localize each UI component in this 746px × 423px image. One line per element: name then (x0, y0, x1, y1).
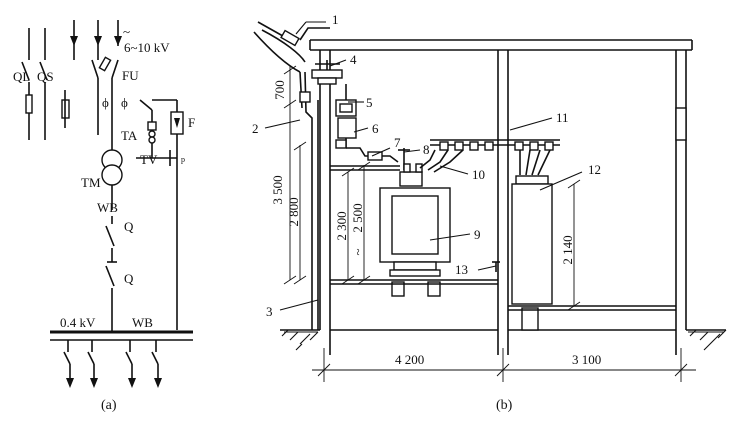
lv-busbar-10-11 (419, 139, 560, 176)
hv-connection-7-8 (330, 147, 410, 171)
dim-4200: 4 200 (395, 352, 424, 367)
callout-1: 1 (332, 12, 339, 27)
callout-3: 3 (266, 304, 273, 319)
dim-tilde: ~ (350, 248, 365, 255)
vertical-dimensions (283, 65, 581, 311)
substation-section: 1 2 3 4 5 6 7 8 9 10 11 12 13 (252, 12, 727, 413)
label-ql: QL (13, 69, 30, 84)
callout-11: 11 (556, 110, 569, 125)
fuse-6 (335, 117, 357, 149)
horizontal-dimensions (312, 348, 696, 382)
phi-symbol-1: ϕ (102, 95, 109, 110)
callout-leaders (264, 21, 583, 311)
disconnector-5 (335, 84, 357, 117)
label-tm: TM (81, 175, 101, 190)
dim-2140: 2 140 (560, 235, 575, 264)
label-ta: TA (121, 128, 138, 143)
outgoing-feeders (63, 340, 162, 388)
roof (309, 39, 693, 51)
lv-switchgear-12 (508, 175, 676, 331)
left-wall (317, 50, 331, 355)
cable-downlead-2 (299, 71, 313, 330)
ground (280, 329, 727, 351)
callout-9: 9 (474, 227, 481, 242)
label-q1: Q (124, 219, 134, 234)
callout-10: 10 (472, 167, 485, 182)
voltage-label-hv: 6~10 kV (124, 40, 170, 55)
surge-arrester-f (152, 99, 184, 330)
callout-4: 4 (350, 52, 357, 67)
fuse-fu (91, 56, 119, 135)
callout-5: 5 (366, 95, 373, 110)
label-q2: Q (124, 271, 134, 286)
label-qs: QS (37, 69, 54, 84)
phi-symbol-2: ϕ (121, 95, 128, 110)
breaker-q1 (105, 216, 115, 262)
incoming-feeders (28, 20, 122, 60)
dim-2800: 2 800 (286, 197, 301, 226)
breaker-q2 (105, 261, 117, 332)
tilde-mark: ~ (123, 24, 130, 39)
callout-13: 13 (455, 262, 468, 277)
single-line-diagram: ~ 6~10 kV QL QS FU ϕ ϕ (13, 20, 195, 413)
label-lv-voltage: 0.4 kV (60, 315, 96, 330)
dim-2300: 2 300 (334, 211, 349, 240)
item-13 (492, 261, 500, 272)
callout-8: 8 (423, 142, 430, 157)
label-fu: FU (122, 68, 139, 83)
label-tv: TV (140, 152, 158, 167)
isolator-qs (39, 61, 70, 140)
lv-busbar (50, 330, 193, 341)
current-transformer-ta (139, 99, 157, 158)
svg-text:p: p (181, 155, 185, 164)
transformer-9 (330, 163, 498, 297)
callout-2: 2 (252, 121, 259, 136)
label-wb-bottom: WB (132, 315, 153, 330)
voltage-transformer-tv: p (136, 150, 185, 166)
dim-3500: 3 500 (270, 175, 285, 204)
dim-3100: 3 100 (572, 352, 601, 367)
callout-12: 12 (588, 162, 601, 177)
label-f: F (188, 115, 195, 130)
callout-6: 6 (372, 121, 379, 136)
dim-2500: 2 500 (350, 203, 365, 232)
load-switch-ql (21, 61, 33, 140)
caption-a: (a) (101, 398, 117, 413)
power-transformer-tm (101, 135, 123, 210)
dim-700: 700 (272, 80, 287, 100)
callout-7: 7 (394, 135, 401, 150)
right-wall (675, 50, 687, 355)
label-wb-top: WB (97, 200, 118, 215)
caption-b: (b) (496, 398, 513, 413)
middle-wall (497, 50, 509, 355)
cable-entry-1 (253, 21, 330, 73)
